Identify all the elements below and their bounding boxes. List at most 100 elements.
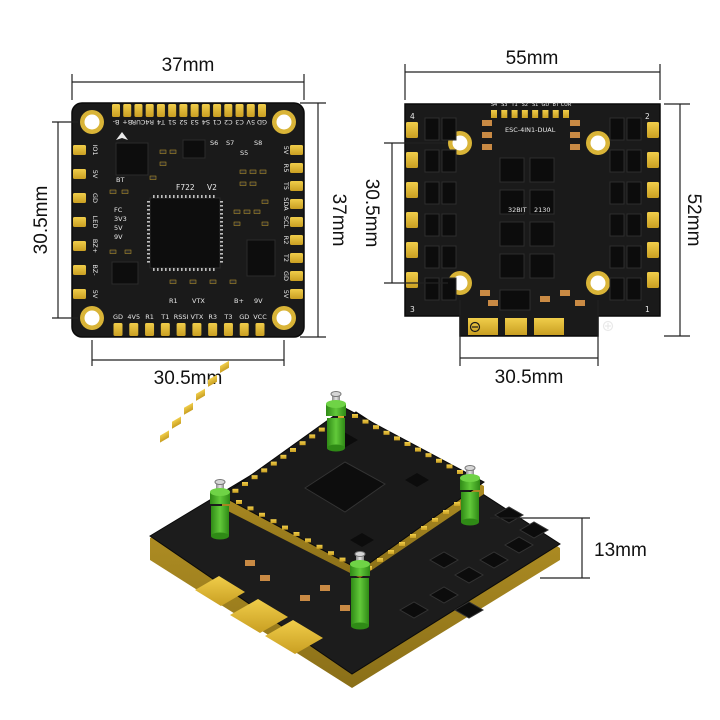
fc-left-pad <box>73 217 86 227</box>
fc-hole-spacing-x-label: 30.5mm <box>154 368 223 389</box>
esc-signal-pad-label: BT <box>552 102 559 108</box>
fc-label-s8: S8 <box>254 139 262 147</box>
fc-label-9v: 9V <box>114 233 123 241</box>
fc-right-pad <box>290 235 303 245</box>
esc-left-motor-pads <box>406 122 418 288</box>
esc-height-dimension: 52mm <box>664 103 704 337</box>
fc-bottom-pad-label: R3 <box>208 313 217 321</box>
esc-corner-label-2: 2 <box>645 112 650 121</box>
fc-label-bt: BT <box>116 176 124 184</box>
fc-top-pad <box>235 104 244 117</box>
esc-width-dimension: 55mm <box>404 48 661 100</box>
fc-height-dimension: 37mm <box>300 102 349 338</box>
esc-signal-pad <box>542 110 549 118</box>
esc-width-label: 55mm <box>506 48 559 69</box>
fc-bottom-pad <box>176 323 186 336</box>
fc-right-pad-label: GD <box>282 271 290 281</box>
fc-top-pad-label: C1 <box>213 118 222 126</box>
fc-top-pad-label: C3 <box>235 118 244 126</box>
fc-top-pad-label: C2 <box>224 118 233 126</box>
stack-fc-board <box>221 407 485 578</box>
fc-label-vtx: VTX <box>192 297 205 305</box>
fc-left-pad <box>73 193 86 203</box>
esc-signal-pad-label: S4 <box>491 102 497 108</box>
esc-chip-label: 32BIT <box>508 206 527 214</box>
esc-signal-pad-label: T1 <box>510 102 517 108</box>
fc-bottom-pad-label: RSSI <box>174 313 189 321</box>
fc-mounting-holes <box>80 110 296 330</box>
fc-bottom-pad-label: T3 <box>223 313 232 321</box>
fc-bottom-pad <box>223 323 233 336</box>
fc-right-pad-label: SCL <box>282 216 290 229</box>
fc-right-pad-label: 5V <box>282 146 290 155</box>
esc-signal-pad <box>563 110 569 118</box>
esc-signal-pad-label: S3 <box>501 102 507 108</box>
fc-top-pad <box>201 104 210 117</box>
fc-label-bplus: B+ <box>234 297 244 305</box>
fc-top-pad <box>213 104 222 117</box>
stack-height-label: 13mm <box>594 540 647 561</box>
fc-top-pad-label: S3 <box>190 118 198 126</box>
fc-top-pad-label: B- <box>112 118 119 126</box>
fc-left-pad <box>73 265 86 275</box>
fc-left-pad-label: LED <box>91 216 99 229</box>
esc-signal-pad-label: GD <box>542 102 550 108</box>
esc-motor-pad <box>406 182 418 198</box>
esc-hole-spacing-y-dimension: 30.5mm <box>361 142 448 284</box>
fc-bottom-pad <box>239 323 249 336</box>
fc-right-pad-label: R2 <box>282 236 290 245</box>
fc-top-pad <box>190 104 199 117</box>
esc-battery-pads <box>468 318 614 335</box>
esc-motor-pad <box>406 212 418 228</box>
fc-right-pad <box>290 217 303 227</box>
fc-left-pad <box>73 289 86 299</box>
fc-top-pad-label: S2 <box>179 118 187 126</box>
fc-hole-spacing-x-dimension: 30.5mm <box>91 340 285 389</box>
fc-right-pad-label: R5 <box>282 164 290 173</box>
esc-signal-pad <box>491 110 497 118</box>
esc-signal-pad <box>532 110 539 118</box>
esc-motor-pad <box>406 122 418 138</box>
fc-bottom-pad <box>129 323 139 336</box>
fc-chip-label: F722 <box>176 183 195 192</box>
fc-label-fc: FC <box>114 206 123 214</box>
esc-motor-pad <box>647 182 659 198</box>
fc-right-pad-label: SDA <box>282 197 290 211</box>
fc-bottom-pad <box>160 323 170 336</box>
fc-osd-chip <box>246 239 276 277</box>
fc-bottom-pad-label: 4V5 <box>127 313 140 321</box>
fc-label-s6: S6 <box>210 139 218 147</box>
fc-right-pad <box>290 253 303 263</box>
esc-chip-sub-label: 2130 <box>534 206 551 214</box>
stack-3d-view: 13mm <box>149 360 647 688</box>
fc-left-pad-label: BZ- <box>91 264 99 276</box>
fc-bottom-pad <box>255 323 265 336</box>
fc-bottom-pad-label: VCC <box>253 313 267 321</box>
esc-signal-pad <box>521 110 528 118</box>
fc-top-pad-label: 5V <box>246 118 255 126</box>
fc-right-pad-label: T2 <box>282 253 290 262</box>
fc-top-pad-label: GD <box>257 118 267 126</box>
esc-signal-pad <box>501 110 508 118</box>
fc-top-pad <box>112 104 120 117</box>
fc-top-pad-label: S4 <box>202 118 210 126</box>
fc-top-pad <box>258 104 266 117</box>
fc-top-pad <box>145 104 154 117</box>
fc-top-pad <box>134 104 143 117</box>
esc-motor-pad <box>647 212 659 228</box>
fc-hole-spacing-y-label: 30.5mm <box>31 186 52 255</box>
fc-label-s7: S7 <box>226 139 234 147</box>
fc-label-9v-b: 9V <box>254 297 263 305</box>
fc-right-pad <box>290 181 303 191</box>
fc-bottom-pad <box>113 323 123 336</box>
esc-signal-pad-label: CUR <box>561 102 572 108</box>
fc-top-pad-label: CUR <box>131 118 145 126</box>
standoff <box>210 479 230 540</box>
fc-bottom-pad <box>192 323 202 336</box>
